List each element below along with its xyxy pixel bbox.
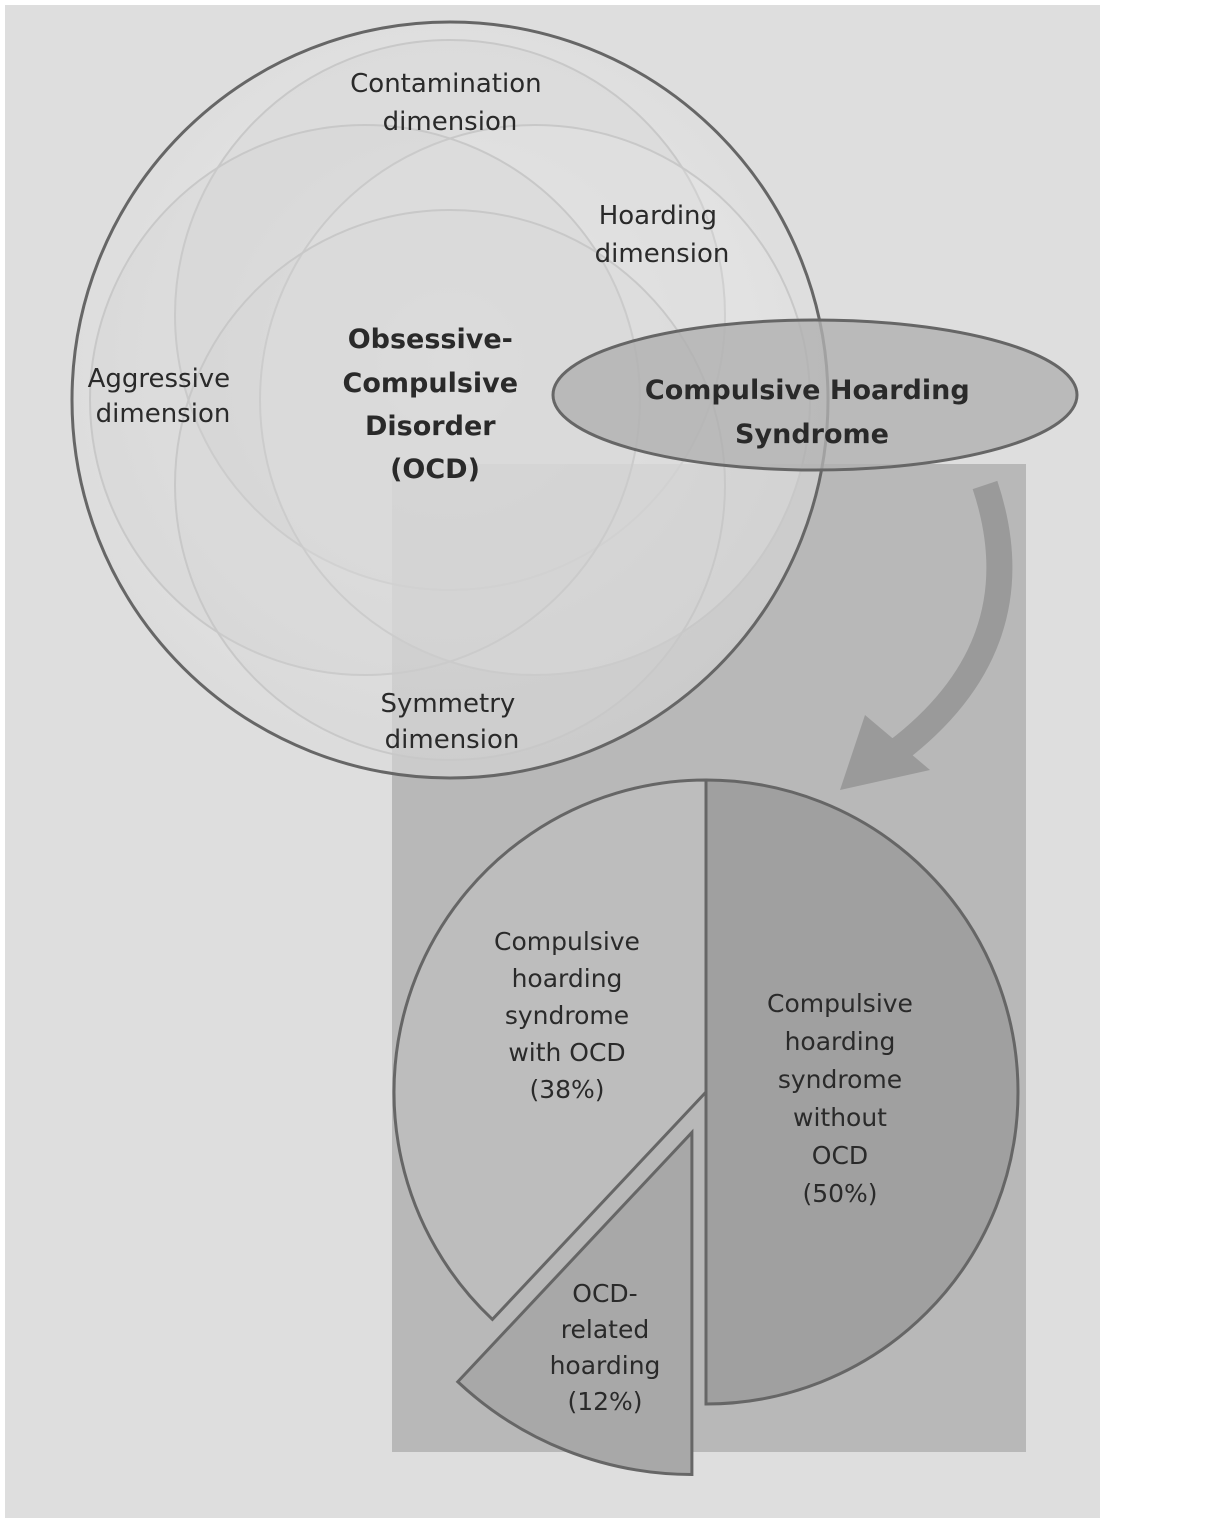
chs-ellipse — [551, 318, 1079, 472]
chs-label: Compulsive Hoarding Syndrome — [645, 375, 979, 450]
arrow-icon — [840, 480, 1013, 790]
chs-ellipse-group: Compulsive Hoarding Syndrome — [551, 318, 1079, 472]
symmetry-dimension-circle — [174, 209, 726, 761]
pie-slice — [704, 778, 1020, 1406]
pie-slice — [392, 778, 708, 1322]
pie-slice — [455, 1128, 694, 1476]
symmetry-label: Symmetry dimension — [380, 689, 523, 755]
contamination-dimension-circle — [174, 39, 726, 591]
contamination-label: Contamination dimension — [350, 69, 550, 137]
aggressive-label: Aggressive dimension — [88, 364, 239, 429]
hoarding-dimension-label: Hoarding dimension — [595, 201, 730, 269]
ocd-title: Obsessive- Compulsive Disorder (OCD) — [343, 324, 528, 485]
ocd-venn: Contamination dimension Hoarding dimensi… — [70, 20, 830, 780]
